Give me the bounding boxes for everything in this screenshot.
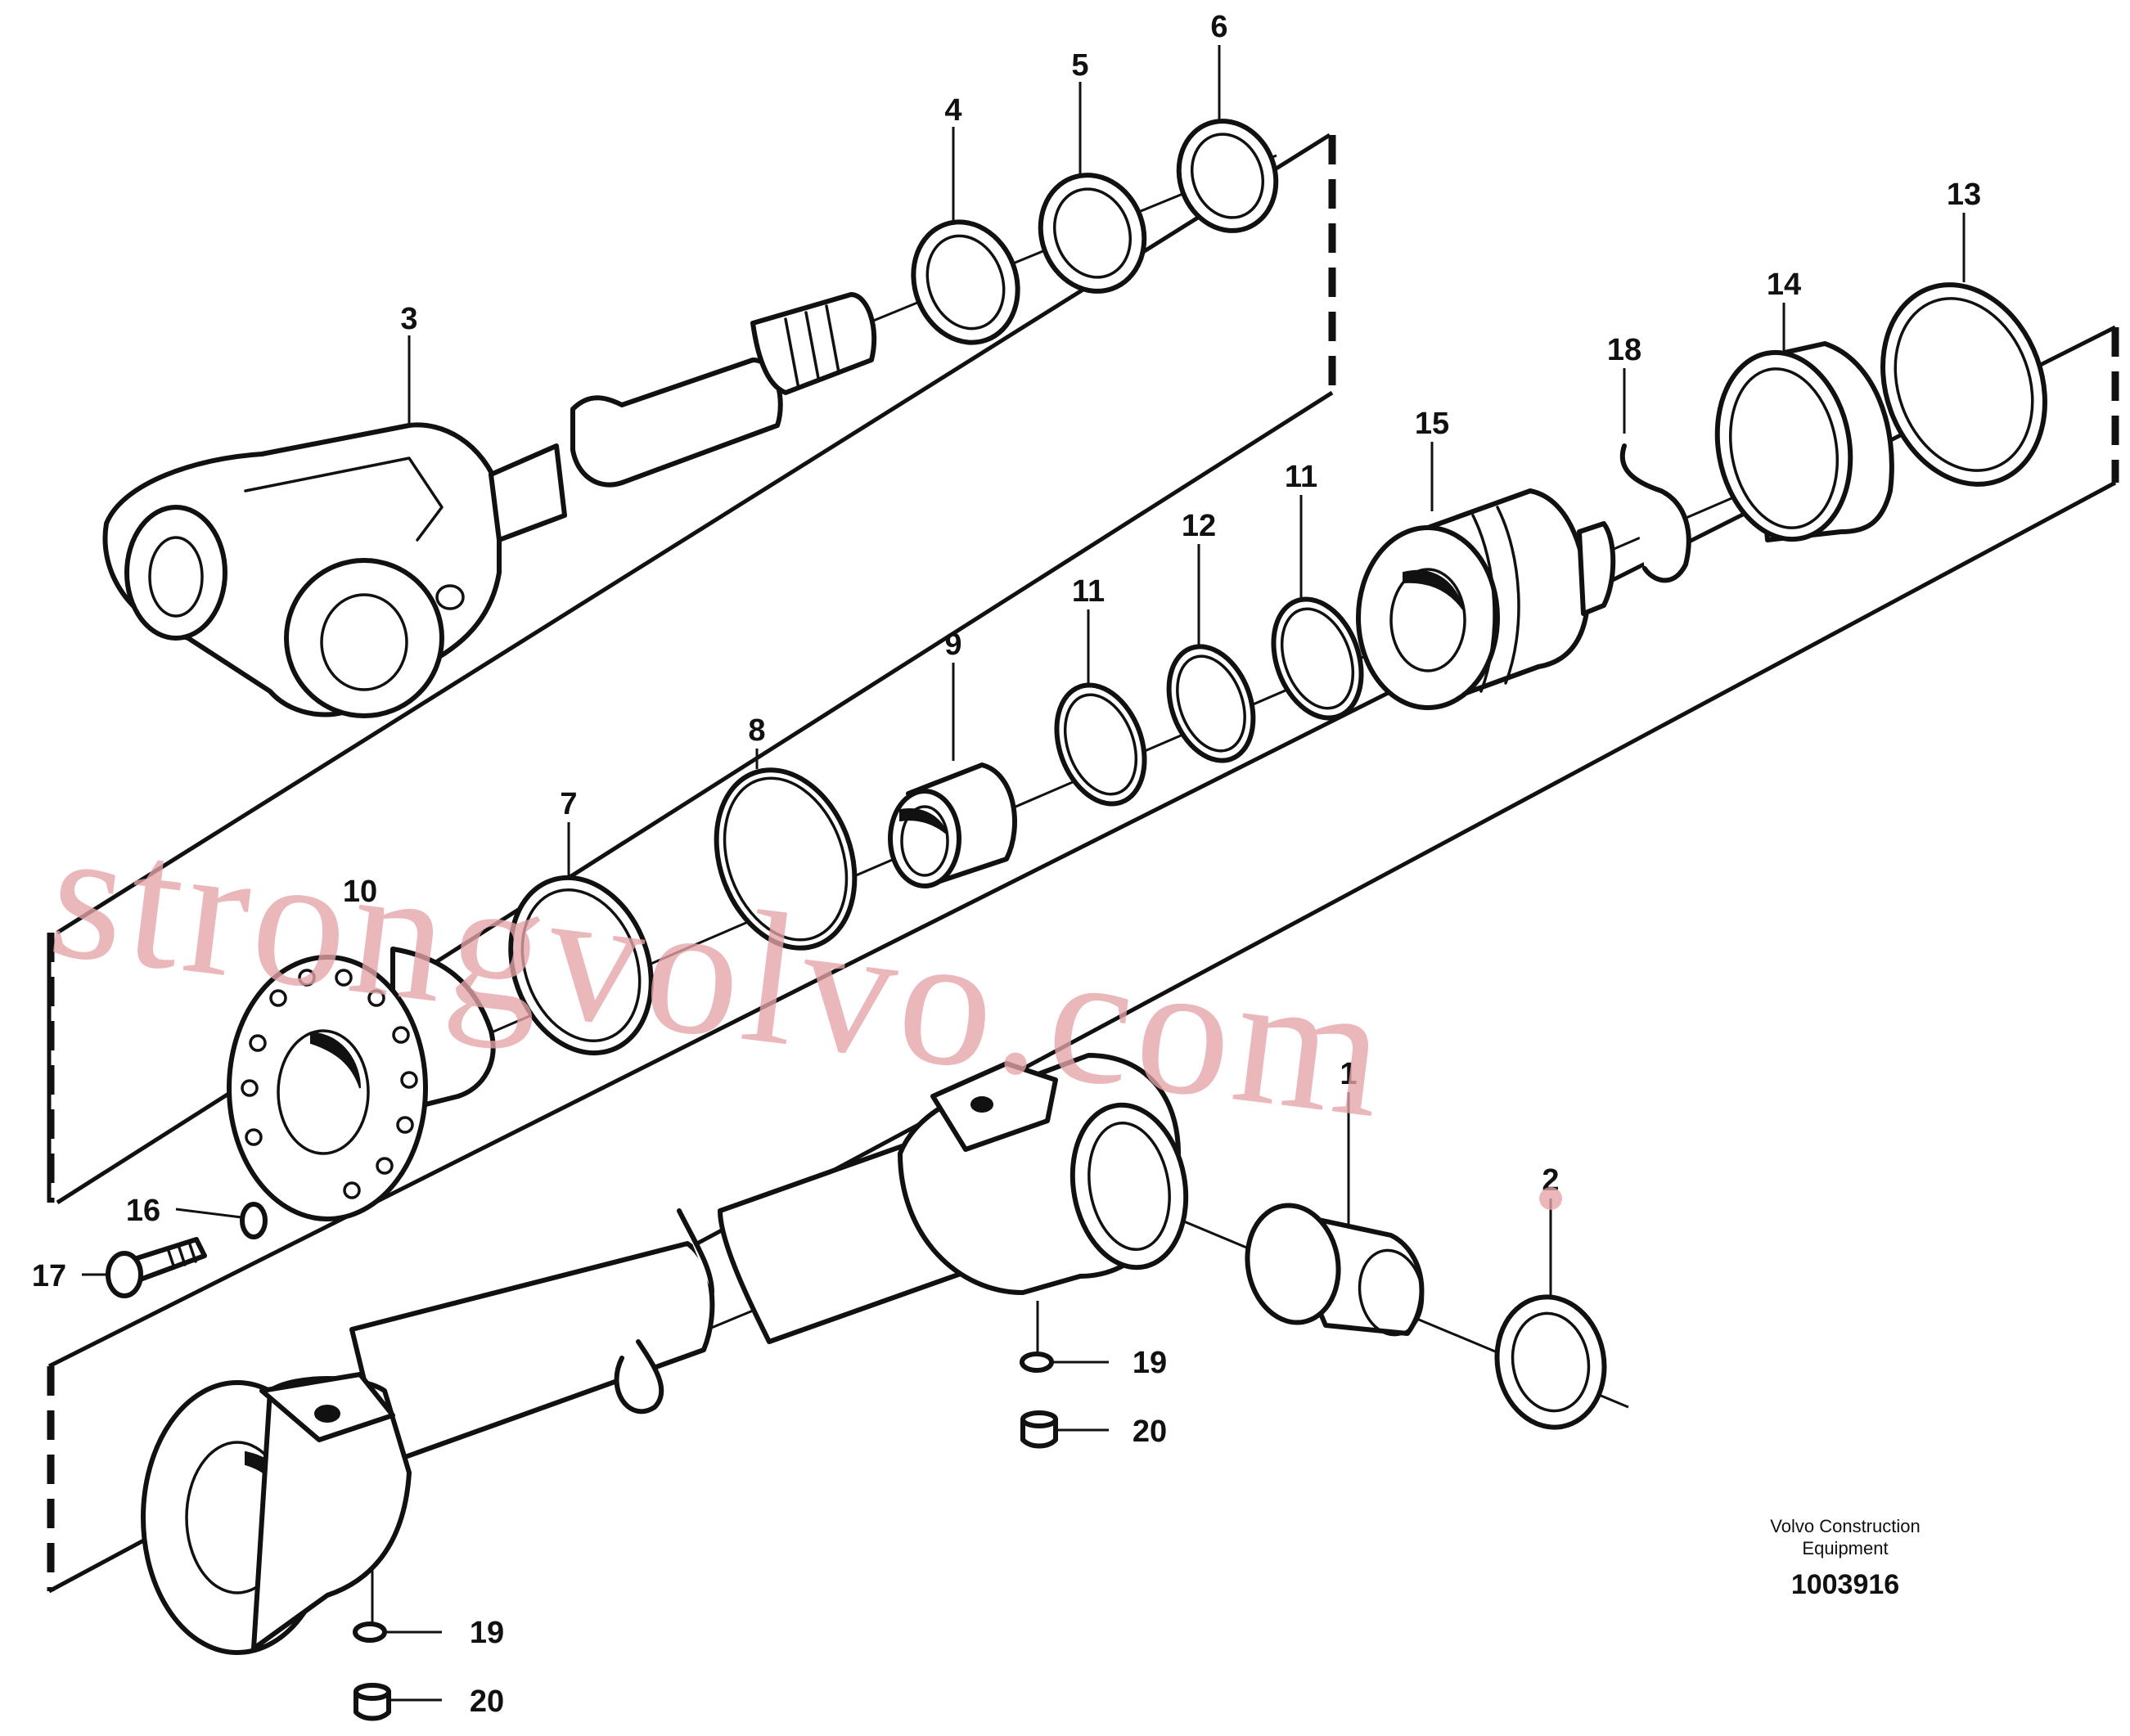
callout-5: 5 (1071, 48, 1088, 83)
rod-seal-6 (1176, 119, 1279, 233)
callout-20a: 20 (1133, 1414, 1167, 1449)
piston-rod-eye (102, 292, 877, 718)
callout-20b: 20 (470, 1684, 504, 1719)
leader-lines (82, 45, 1966, 1702)
plug-20-upper (1020, 1410, 1058, 1449)
piston-15 (1356, 488, 1616, 710)
eye-bushing-1 (1245, 1203, 1425, 1337)
callout-19b: 19 (470, 1616, 504, 1650)
callout-7: 7 (560, 787, 577, 821)
callout-labels: 3 4 5 6 10 7 8 9 11 12 11 15 18 14 13 1 … (32, 10, 1981, 1719)
callout-4: 4 (944, 93, 961, 128)
callout-8: 8 (748, 713, 765, 748)
eye-seal-2 (1494, 1294, 1607, 1430)
callout-15: 15 (1415, 407, 1449, 441)
wear-ring-14 (1714, 341, 1894, 542)
screw-17 (106, 1237, 207, 1298)
callout-3: 3 (400, 302, 417, 336)
callout-11b: 11 (1285, 460, 1317, 494)
callout-19a: 19 (1133, 1346, 1167, 1380)
credit-line-1: Volvo Construction (1770, 1516, 1920, 1536)
document-number: 1003916 (1791, 1569, 1899, 1600)
lock-ring-18 (1619, 443, 1691, 583)
callout-1: 1 (1340, 1057, 1357, 1091)
rod-seal-5 (1038, 173, 1147, 294)
bushing-9 (888, 762, 1017, 888)
callout-12: 12 (1182, 509, 1216, 543)
cylinder-base (141, 1372, 412, 1655)
callout-6: 6 (1210, 10, 1227, 44)
guide-ring-11b (1271, 596, 1364, 721)
o-ring-8 (714, 767, 858, 951)
watermark-dot (1539, 1187, 1562, 1210)
plug-20-lower (353, 1683, 391, 1721)
washer-19-upper (1020, 1351, 1054, 1373)
washer-16 (240, 1202, 268, 1239)
callout-16: 16 (126, 1194, 160, 1228)
piston-seal-12 (1166, 644, 1256, 763)
guide-ring-11a (1054, 682, 1147, 807)
rod-seal-4 (911, 219, 1020, 345)
callout-14: 14 (1767, 268, 1801, 302)
credit-line-2: Equipment (1802, 1538, 1888, 1558)
callout-13: 13 (1947, 178, 1981, 212)
callout-11a: 11 (1072, 574, 1105, 609)
seal-13 (1880, 282, 2047, 487)
callout-9: 9 (944, 627, 961, 662)
cylinder-eye (898, 1053, 1189, 1295)
head-seal-7 (508, 875, 654, 1056)
washer-19-lower (353, 1621, 387, 1643)
flange-bolt-holes (241, 969, 418, 1199)
cylinder-head (227, 947, 496, 1221)
callout-17: 17 (32, 1259, 66, 1293)
callout-18: 18 (1607, 333, 1641, 367)
callout-10: 10 (343, 875, 377, 909)
